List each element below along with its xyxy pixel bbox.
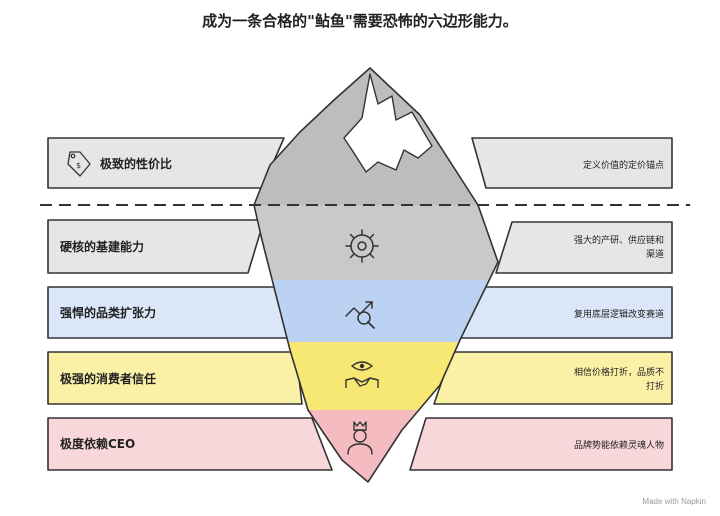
left-band-5: 极度依赖CEO <box>47 417 333 471</box>
right-band-5: 品牌势能依赖灵魂人物 <box>409 417 673 471</box>
right-label-1: 定义价值的定价锚点 <box>583 159 664 171</box>
left-band-1: $ 极致的性价比 <box>47 137 285 189</box>
crowned-person-icon <box>347 421 373 455</box>
left-band-4: 极强的消费者信任 <box>47 351 303 405</box>
right-band-1: 定义价值的定价锚点 <box>471 137 673 189</box>
right-label-5: 品牌势能依赖灵魂人物 <box>574 439 664 451</box>
right-label-4-line1: 相信价格打折，品质不 <box>574 366 664 378</box>
left-label-2: 硬核的基建能力 <box>60 239 144 254</box>
left-label-4: 极强的消费者信任 <box>60 371 156 386</box>
growth-magnifier-icon <box>345 301 375 329</box>
right-label-2-line1: 强大的产研、供应链和 <box>574 234 664 246</box>
right-label-4-line2: 打折 <box>646 380 664 392</box>
price-tag-icon: $ <box>67 151 91 177</box>
page-title: 成为一条合格的"鲇鱼"需要恐怖的六边形能力。 <box>202 12 518 30</box>
svg-text:$: $ <box>76 161 81 170</box>
left-label-1: 极致的性价比 <box>100 156 172 171</box>
left-label-5: 极度依赖CEO <box>60 436 135 451</box>
iceberg-snow-cap <box>343 73 433 173</box>
right-band-3: 复用底层逻辑改变赛道 <box>457 286 673 339</box>
left-label-3: 强悍的品类扩张力 <box>60 305 156 320</box>
ship-wheel-icon <box>345 229 379 263</box>
right-label-3: 复用底层逻辑改变赛道 <box>574 308 664 320</box>
eye-handshake-icon <box>345 361 379 388</box>
left-band-2: 硬核的基建能力 <box>47 219 265 274</box>
left-band-3: 强悍的品类扩张力 <box>47 286 291 339</box>
footer-credit: Made with Napkin <box>642 497 706 506</box>
right-band-2: 强大的产研、供应链和 渠道 <box>495 221 673 274</box>
right-label-2-line2: 渠道 <box>646 248 664 260</box>
right-band-4: 相信价格打折，品质不 打折 <box>433 351 673 405</box>
